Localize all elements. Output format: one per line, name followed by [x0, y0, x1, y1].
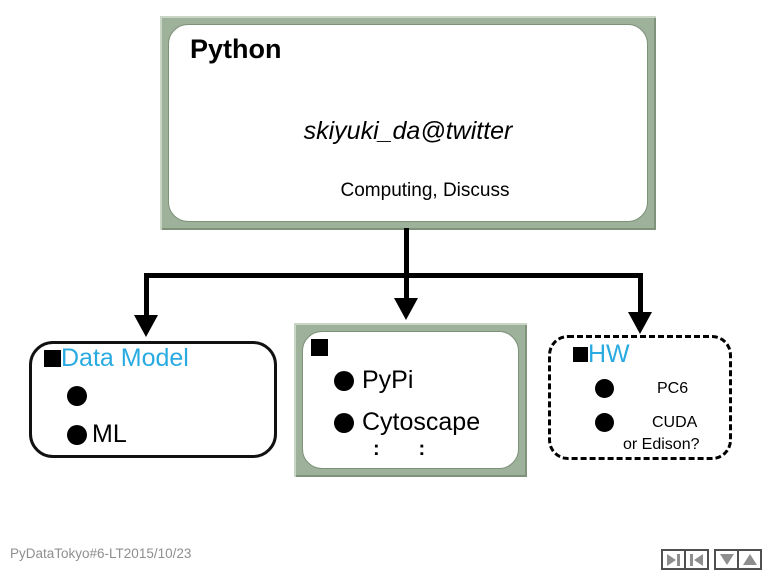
python-node-body [168, 24, 648, 222]
twitter-handle: skiyuki_da@twitter [303, 117, 513, 145]
next-slide-icon-bar [677, 553, 680, 566]
data-model-title: Data Model [61, 344, 189, 372]
slide-nav-group [661, 549, 709, 570]
bullet-circle-icon [334, 412, 354, 433]
arrowhead-center-icon [394, 298, 418, 320]
bullet-circle-icon [67, 424, 87, 445]
cuda-row: CUDA [595, 413, 697, 432]
previous-slide-button[interactable] [684, 549, 709, 570]
connector-horizontal [144, 273, 643, 278]
data-model-empty-bullet-row [67, 386, 92, 406]
data-model-title-row: Data Model [44, 346, 189, 371]
cytoscape-row: Cytoscape [334, 410, 480, 435]
connector-center-drop [404, 278, 409, 300]
data-model-ml-row: ML [67, 422, 127, 447]
ellipsis-colons: : : [373, 438, 426, 460]
pypi-label: PyPi [362, 366, 414, 394]
or-edison-label: or Edison? [623, 436, 700, 453]
next-slide-icon [667, 553, 676, 566]
data-model-bullet2-label: ML [92, 420, 127, 448]
bullet-square-icon [44, 350, 61, 367]
arrowhead-left-icon [134, 315, 158, 337]
connector-left-drop [144, 273, 149, 316]
bullet-circle-icon [67, 386, 87, 406]
pc6-row: PC6 [595, 379, 688, 398]
arrowhead-right-icon [628, 312, 652, 334]
connector-right-drop [638, 278, 643, 314]
bullet-circle-icon [595, 379, 614, 398]
scroll-nav-group [714, 549, 762, 570]
previous-slide-icon-bar [690, 553, 693, 566]
python-node [160, 16, 656, 230]
python-node-subtitle: Computing, Discuss [340, 180, 510, 201]
cytoscape-label: Cytoscape [362, 408, 481, 436]
hw-node [548, 335, 732, 460]
footer-caption: PyDataTokyo#6-LT2015/10/23 [10, 546, 192, 561]
cuda-label: CUDA [652, 413, 698, 431]
pc6-label: PC6 [657, 379, 689, 397]
bullet-square-icon [573, 347, 588, 362]
scroll-down-button[interactable] [714, 549, 739, 570]
arrow-up-icon [742, 554, 757, 565]
middle-node-body [302, 331, 519, 469]
middle-node [294, 323, 527, 477]
previous-slide-icon [694, 553, 703, 566]
scroll-up-button[interactable] [737, 549, 762, 570]
hw-title-row: HW [573, 342, 630, 367]
python-node-title: Python [190, 34, 282, 64]
middle-node-title-row [311, 339, 328, 356]
or-edison-row: or Edison? [623, 437, 700, 453]
pypi-row: PyPi [334, 368, 413, 393]
connector-root-stem [404, 228, 409, 275]
bullet-circle-icon [334, 370, 354, 391]
next-slide-button[interactable] [661, 549, 686, 570]
hw-title: HW [588, 340, 630, 368]
arrow-down-icon [719, 554, 734, 565]
bullet-square-icon [311, 339, 328, 356]
bullet-circle-icon [595, 413, 614, 432]
